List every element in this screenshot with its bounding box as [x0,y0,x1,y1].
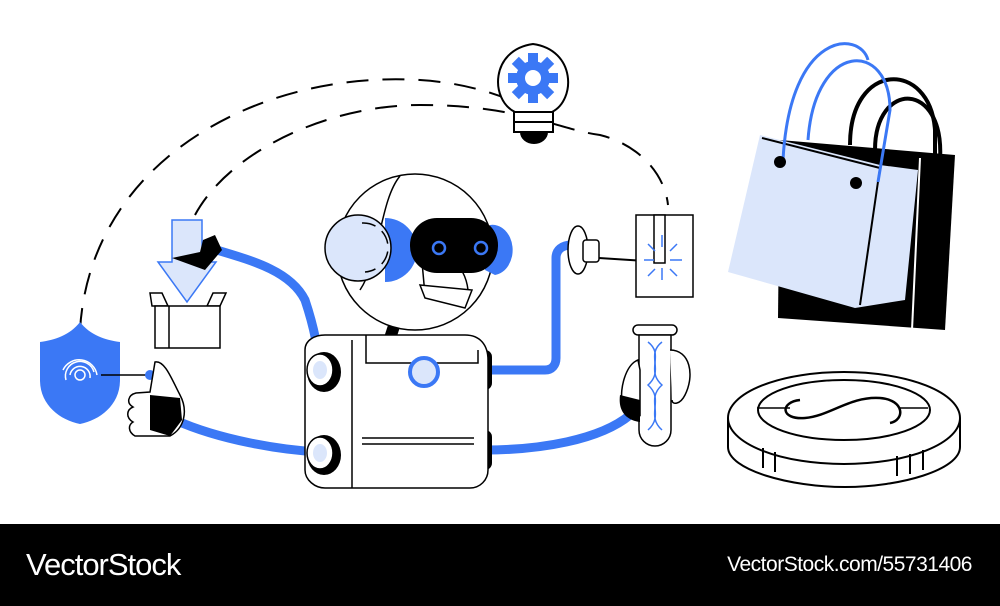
image-reference[interactable]: VectorStock.com/55731406 [727,553,972,576]
brand-logo[interactable]: VectorStock [26,547,181,582]
laser-cutter-icon [567,214,694,298]
gripper-hand-icon [172,235,222,270]
dollar-coin-icon [727,371,961,489]
footer-bar: VectorStock VectorStock.com/55731406 [0,524,1000,606]
fingerprint-shield-icon [40,322,155,424]
illustration [40,42,961,489]
hand-icon [127,361,186,437]
shopping-bag-icon [728,42,955,331]
dna-test-tube-icon [619,324,691,447]
lightbulb-gear-icon [497,42,570,144]
dashed-arc-inner [194,103,669,216]
robot-icon [304,173,513,489]
